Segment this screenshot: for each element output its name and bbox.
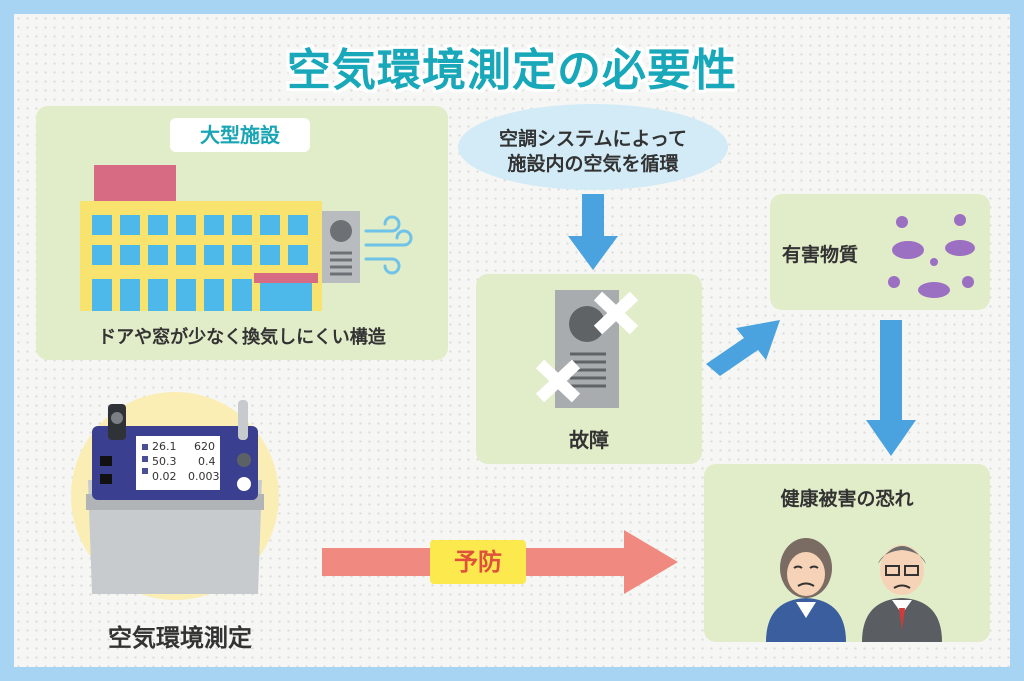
failure-label: 故障 <box>569 428 609 452</box>
hvac-bubble-line2: 施設内の空気を循環 <box>507 153 679 175</box>
arrow-to-harmful <box>706 320 780 376</box>
device-screen-r1-right: 620 <box>194 440 215 453</box>
facility-caption: ドアや窓が少なく換気しにくい構造 <box>98 327 386 348</box>
air-measurement-device-icon <box>71 392 279 600</box>
device-screen-r3-left: 0.02 <box>152 470 177 483</box>
device-screen-r2-right: 0.4 <box>198 455 216 468</box>
prevention-badge: 予防 <box>430 540 526 584</box>
health-label: 健康被害の恐れ <box>780 488 914 510</box>
worried-people-icon <box>766 538 942 642</box>
broken-ac-unit-icon <box>535 290 639 408</box>
arrow-down-to-health <box>866 320 916 456</box>
device-caption: 空気環境測定 <box>108 624 252 652</box>
page-title: 空気環境測定の必要性 <box>287 45 737 96</box>
harmful-label: 有害物質 <box>782 244 859 266</box>
hvac-bubble-shape <box>458 104 728 190</box>
arrow-down-to-failure <box>568 194 618 270</box>
device-screen-r3-right: 0.003 <box>188 470 220 483</box>
hvac-bubble-line1: 空調システムによって <box>499 128 687 150</box>
building-icon <box>80 165 413 311</box>
device-screen-r2-left: 50.3 <box>152 455 177 468</box>
facility-label: 大型施設 <box>170 118 310 152</box>
virus-cluster-icon <box>888 214 975 298</box>
device-screen-r1-left: 26.1 <box>152 440 177 453</box>
health-panel <box>704 464 990 642</box>
